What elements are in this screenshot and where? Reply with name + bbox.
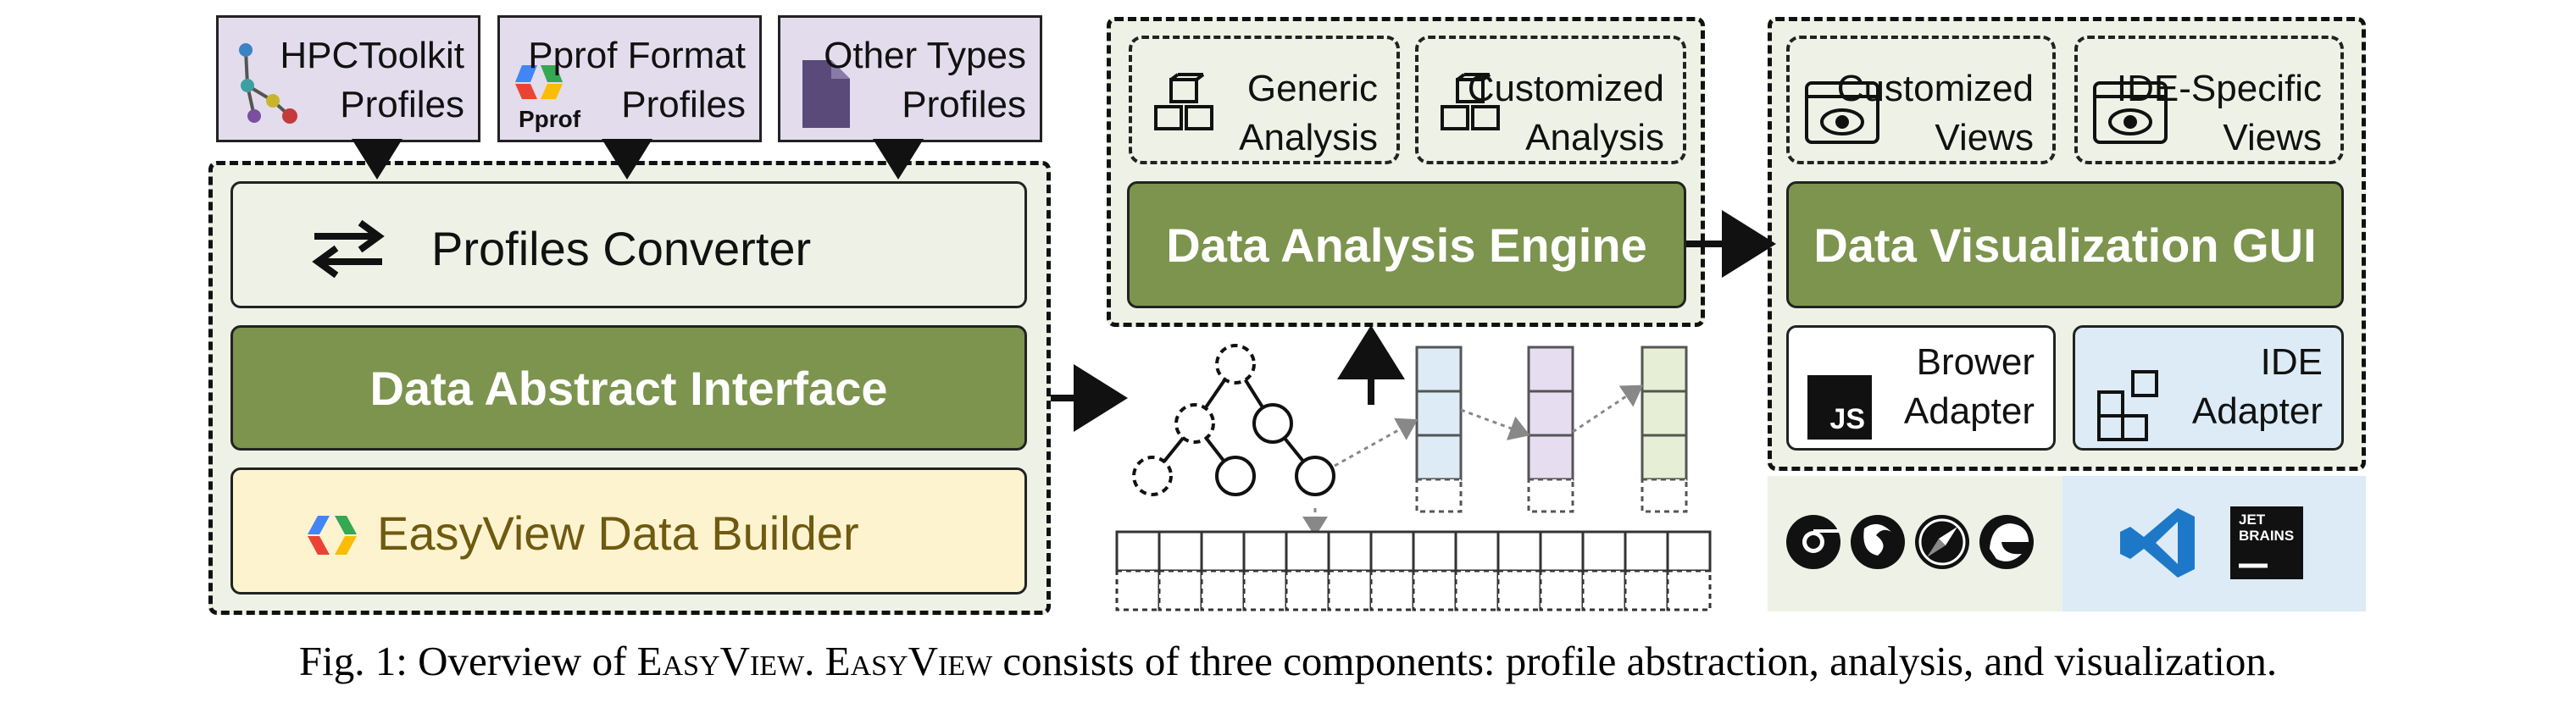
array-structure bbox=[1115, 530, 1712, 611]
jetbrains-text: JET BRAINS bbox=[2239, 512, 2295, 544]
customized-views: Customized Views bbox=[1786, 36, 2056, 164]
tree-structure bbox=[1132, 344, 1335, 496]
safari-icon bbox=[1915, 515, 1969, 569]
caption-name-1: EasyView bbox=[636, 638, 805, 684]
stack-purple bbox=[1527, 346, 1574, 513]
pprof-logo-text: Pprof bbox=[519, 106, 581, 132]
js-icon: JS bbox=[1807, 375, 1872, 440]
stack-blue bbox=[1415, 346, 1463, 513]
browser-eye-icon bbox=[1805, 81, 1879, 144]
caption-middle: . bbox=[804, 638, 825, 684]
cubes-icon bbox=[1154, 73, 1213, 130]
source-label: Other Types Profiles bbox=[824, 35, 1026, 125]
tree-graph-icon bbox=[239, 43, 297, 124]
ide-specific-views: IDE-Specific Views bbox=[2074, 36, 2344, 164]
source-hpctoolkit: HPCToolkit Profiles bbox=[216, 15, 480, 142]
easyview-logo-icon bbox=[308, 516, 357, 555]
extensions-icon bbox=[2097, 370, 2158, 441]
js-badge-text: JS bbox=[1829, 403, 1865, 435]
data-visualization-gui: Data Visualization GUI bbox=[1786, 181, 2344, 308]
document-icon bbox=[802, 60, 850, 128]
data-builder-label: EasyView Data Builder bbox=[377, 506, 859, 560]
browser-eye-icon bbox=[2093, 81, 2168, 144]
ide-icons-strip bbox=[2062, 476, 2366, 611]
customized-analysis: Customized Analysis bbox=[1415, 36, 1686, 164]
data-analysis-engine: Data Analysis Engine bbox=[1127, 181, 1686, 308]
caption-suffix: consists of three components: profile ab… bbox=[992, 638, 2278, 684]
customized-views-label: Customized Views bbox=[1836, 68, 2034, 158]
vscode-icon bbox=[2120, 508, 2195, 578]
edge-icon bbox=[1979, 515, 2034, 569]
generic-analysis: Generic Analysis bbox=[1129, 36, 1400, 164]
profiles-converter-label: Profiles Converter bbox=[431, 222, 812, 275]
generic-analysis-label: Generic Analysis bbox=[1239, 68, 1378, 158]
browser-adapter-label: Brower Adapter bbox=[1903, 341, 2035, 432]
firefox-icon bbox=[1851, 515, 1905, 569]
ide-views-label: IDE-Specific Views bbox=[2116, 68, 2322, 158]
caption-prefix: Fig. 1: Overview of bbox=[298, 638, 637, 684]
source-label: HPCToolkit Profiles bbox=[280, 35, 464, 125]
caption-name-2: EasyView bbox=[824, 638, 993, 684]
source-pprof: Pprof Pprof Format Profiles bbox=[497, 15, 762, 142]
cubes-icon bbox=[1441, 73, 1500, 130]
customized-analysis-label: Customized Analysis bbox=[1467, 68, 1664, 158]
figure-caption: Fig. 1: Overview of EasyView. EasyView c… bbox=[0, 637, 2576, 685]
chrome-icon bbox=[1786, 515, 1840, 569]
profiles-converter: Profiles Converter bbox=[230, 181, 1027, 308]
data-builder: EasyView Data Builder bbox=[230, 467, 1027, 595]
swap-arrows-icon bbox=[312, 219, 385, 279]
pointer-arrows bbox=[1302, 384, 1643, 537]
jetbrains-icon bbox=[2230, 506, 2303, 579]
browser-adapter: JS Brower Adapter bbox=[1786, 325, 2056, 451]
stack-green bbox=[1641, 346, 1688, 513]
pprof-logo-icon bbox=[515, 65, 563, 99]
ide-adapter-label: IDE Adapter bbox=[2191, 341, 2323, 432]
source-label: Pprof Format Profiles bbox=[528, 35, 746, 125]
data-abstract-interface: Data Abstract Interface bbox=[230, 325, 1027, 451]
ide-adapter: IDE Adapter bbox=[2073, 325, 2344, 451]
